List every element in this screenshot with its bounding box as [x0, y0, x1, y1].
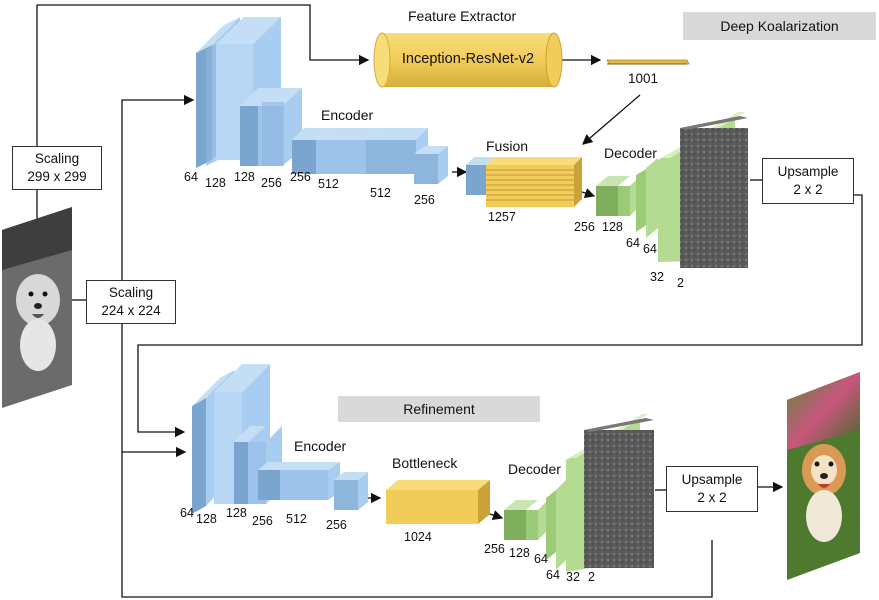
top-upsample-line2: 2 x 2: [793, 182, 823, 197]
top-decoder-label: Decoder: [604, 145, 657, 161]
scaling-299-line2: 299 x 299: [27, 169, 87, 184]
bottom-decoder-label: Decoder: [508, 461, 561, 477]
bot-dec-dim: 32: [566, 570, 580, 584]
scaling-224-box: Scaling 224 x 224: [86, 280, 176, 324]
top-enc-dim: 512: [370, 186, 391, 200]
top-dec-dim: 64: [626, 236, 640, 250]
scaling-299-box: Scaling 299 x 299: [12, 146, 102, 190]
bot-enc-dim: 256: [252, 514, 273, 528]
bottom-encoder-label: Encoder: [294, 438, 347, 454]
top-enc-dim: 256: [261, 176, 282, 190]
network-label: Inception-ResNet-v2: [401, 51, 535, 67]
grayscale-dog-photo: [2, 207, 72, 408]
top-encoder-blocks: [196, 17, 448, 184]
bot-dec-dim: 256: [484, 542, 505, 556]
bot-dec-dim: 64: [534, 552, 548, 566]
top-enc-dim: 256: [414, 193, 435, 207]
bottom-decoder-blocks: [504, 414, 654, 572]
bot-enc-dim: 512: [286, 512, 307, 526]
connectors: [36, 4, 863, 598]
top-enc-dim: 256: [290, 170, 311, 184]
bottom-upsample-box: Upsample 2 x 2: [666, 466, 758, 512]
fusion-dim: 1257: [488, 210, 516, 224]
feature-vector-size: 1001: [628, 71, 659, 86]
refinement-label: Refinement: [403, 401, 475, 417]
fusion-block: [466, 157, 582, 207]
bot-dec-dim: 64: [546, 568, 560, 582]
top-upsample-box: Upsample 2 x 2: [762, 158, 854, 204]
fusion-label: Fusion: [486, 138, 529, 154]
bot-enc-dim: 256: [326, 518, 347, 532]
bottleneck-block: [386, 480, 490, 524]
page-title: Deep Koalarization: [720, 18, 839, 34]
bottom-upsample-line1: Upsample: [681, 472, 743, 487]
bottleneck-dim: 1024: [404, 530, 432, 544]
color-dog-photo: [787, 372, 860, 580]
bottleneck-label: Bottleneck: [392, 455, 458, 471]
top-dec-dim: 256: [574, 220, 595, 234]
bot-enc-dim: 128: [226, 506, 247, 520]
bot-enc-dim: 64: [180, 506, 194, 520]
top-enc-dim: 128: [205, 176, 226, 190]
feature-extractor-caption: Feature Extractor: [408, 8, 517, 24]
scaling-299-line1: Scaling: [34, 151, 80, 166]
top-decoder-blocks: [596, 112, 748, 268]
title-tag: Deep Koalarization: [683, 12, 876, 40]
bot-dec-dim: 128: [509, 546, 530, 560]
top-dec-dim: 32: [650, 270, 664, 284]
top-dec-dim: 128: [602, 220, 623, 234]
top-enc-dim: 64: [184, 170, 198, 184]
feature-vector-bar: [606, 59, 690, 65]
top-dec-dim: 64: [643, 242, 657, 256]
scaling-224-line2: 224 x 224: [101, 303, 161, 318]
top-encoder-label: Encoder: [321, 107, 374, 123]
bottom-encoder-blocks: [192, 364, 368, 514]
scaling-224-line1: Scaling: [108, 285, 154, 300]
refinement-tag: Refinement: [338, 396, 540, 422]
bottom-upsample-line2: 2 x 2: [697, 490, 727, 505]
top-enc-dim: 512: [318, 177, 339, 191]
inception-resnet-cylinder: [373, 32, 563, 88]
top-upsample-line1: Upsample: [777, 164, 839, 179]
top-dec-dim: 2: [677, 276, 684, 290]
top-enc-dim: 128: [234, 170, 255, 184]
bot-enc-dim: 128: [196, 512, 217, 526]
bot-dec-dim: 2: [588, 570, 595, 584]
